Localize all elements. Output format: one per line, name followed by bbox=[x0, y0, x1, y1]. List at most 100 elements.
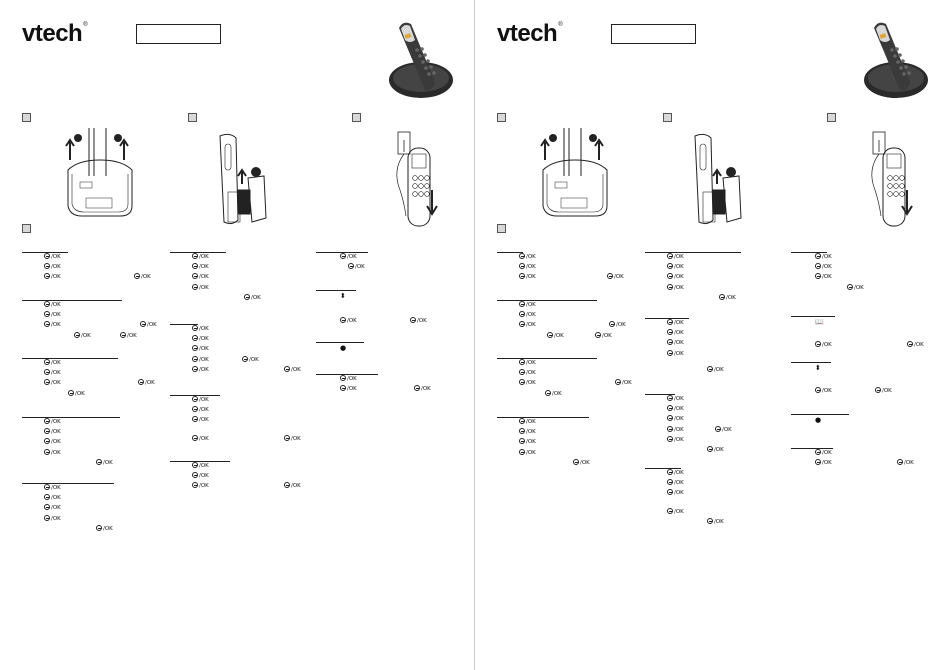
step-marker bbox=[22, 113, 31, 122]
up-down-ok-key-icon bbox=[284, 434, 290, 441]
section-col1-a: /OK /OK /OK/OK bbox=[22, 252, 151, 284]
base-connection-diagram bbox=[540, 128, 608, 217]
up-down-ok-key-icon bbox=[74, 331, 80, 338]
ok-key-label: /OK bbox=[192, 482, 209, 491]
up-down-ok-key-icon bbox=[707, 517, 713, 524]
ok-key-label: /OK bbox=[340, 253, 357, 262]
ok-key-label: /OK bbox=[667, 395, 684, 404]
up-down-ok-key-icon bbox=[609, 321, 615, 328]
up-down-ok-key-icon bbox=[519, 418, 525, 424]
charging-diagram bbox=[396, 131, 438, 227]
up-down-ok-key-icon bbox=[519, 263, 525, 270]
ok-key-label: /OK bbox=[519, 448, 536, 458]
up-down-ok-key-icon bbox=[667, 319, 673, 325]
up-down-ok-key-icon bbox=[667, 469, 673, 475]
up-down-ok-key-icon bbox=[44, 321, 50, 328]
ok-key-label: /OK bbox=[519, 311, 536, 320]
up-down-ok-key-icon bbox=[667, 273, 673, 280]
ok-key-label: /OK bbox=[44, 273, 61, 282]
up-down-ok-key-icon bbox=[667, 435, 673, 442]
ok-key-label: /OK bbox=[44, 438, 61, 447]
ok-key-label: /OK bbox=[815, 387, 832, 396]
ok-key-label: /OK bbox=[44, 359, 61, 368]
ok-key-label: /OK bbox=[340, 317, 357, 326]
up-down-ok-key-icon bbox=[815, 341, 821, 348]
ok-key-label: /OK bbox=[348, 263, 365, 272]
up-down-ok-key-icon bbox=[44, 504, 50, 511]
model-number-box bbox=[611, 24, 696, 44]
ok-key-label: /OK bbox=[519, 301, 536, 310]
up-down-ok-key-icon bbox=[519, 428, 525, 435]
step-marker bbox=[497, 113, 506, 122]
up-down-ok-key-icon bbox=[667, 349, 673, 356]
up-down-ok-key-icon bbox=[192, 273, 198, 280]
up-down-ok-key-icon bbox=[284, 365, 290, 372]
up-down-ok-key-icon bbox=[120, 331, 126, 338]
up-down-ok-key-icon bbox=[815, 459, 821, 466]
up-down-ok-key-icon bbox=[815, 253, 821, 259]
up-down-ok-key-icon bbox=[707, 365, 713, 372]
up-down-ok-key-icon bbox=[667, 283, 673, 290]
ok-key-label: /OK bbox=[138, 379, 155, 388]
up-down-ok-key-icon bbox=[519, 438, 525, 445]
up-down-ok-key-icon bbox=[192, 345, 198, 352]
section-col2-b: /OK /OK /OK /OK /OK bbox=[645, 318, 724, 376]
up-down-ok-key-icon bbox=[340, 317, 346, 324]
section-col1-d: /OK /OK /OK /OK /OK bbox=[22, 417, 120, 469]
up-down-ok-key-icon bbox=[667, 415, 673, 422]
ok-key-label: /OK bbox=[134, 273, 151, 282]
up-down-ok-key-icon bbox=[192, 406, 198, 413]
ok-key-label: /OK bbox=[414, 385, 431, 394]
ok-key-label: /OK bbox=[192, 335, 209, 344]
up-down-ok-key-icon bbox=[192, 472, 198, 479]
ok-key-label: /OK bbox=[667, 489, 684, 498]
up-down-ok-key-icon bbox=[815, 387, 821, 394]
ok-key-label: /OK bbox=[44, 253, 61, 262]
ok-key-label: /OK bbox=[192, 253, 209, 262]
ok-key-label: /OK bbox=[192, 325, 209, 334]
ok-key-label: /OK bbox=[897, 459, 914, 468]
up-down-ok-key-icon bbox=[192, 335, 198, 342]
up-down-ok-key-icon bbox=[68, 389, 74, 396]
up-down-ok-key-icon bbox=[192, 434, 198, 441]
up-down-ok-key-icon bbox=[815, 273, 821, 280]
ok-key-label: /OK bbox=[907, 341, 924, 350]
up-down-ok-key-icon bbox=[847, 283, 853, 290]
ok-key-label: /OK bbox=[667, 319, 684, 328]
page-right: vtech® bbox=[475, 0, 950, 670]
up-down-ok-key-icon bbox=[192, 253, 198, 259]
up-down-ok-key-icon bbox=[595, 331, 601, 338]
up-down-ok-key-icon bbox=[607, 273, 613, 280]
up-down-ok-key-icon bbox=[519, 253, 525, 259]
ok-key-label: /OK bbox=[192, 406, 209, 415]
up-down-ok-key-icon bbox=[519, 311, 525, 318]
up-down-ok-key-icon bbox=[410, 317, 416, 324]
up-down-ok-key-icon bbox=[519, 369, 525, 376]
ok-key-label: /OK bbox=[244, 293, 261, 303]
ok-key-label: /OK bbox=[609, 321, 626, 330]
volume-arrows-icon: ⬍ bbox=[340, 292, 346, 300]
step-marker bbox=[352, 113, 361, 122]
section-col3-d: /OK /OK/OK bbox=[316, 374, 431, 395]
up-down-ok-key-icon bbox=[519, 379, 525, 386]
ok-key-label: /OK bbox=[667, 283, 684, 293]
ok-key-label: /OK bbox=[44, 369, 61, 378]
up-down-ok-key-icon bbox=[667, 425, 673, 432]
ok-key-label: /OK bbox=[667, 349, 684, 359]
up-down-ok-key-icon bbox=[192, 462, 198, 468]
ok-key-label: /OK bbox=[44, 504, 61, 513]
up-down-ok-key-icon bbox=[134, 273, 140, 280]
up-down-ok-key-icon bbox=[138, 379, 144, 386]
ok-key-label: /OK bbox=[192, 472, 209, 481]
ok-key-label: /OK bbox=[547, 331, 564, 341]
ok-key-label: /OK bbox=[667, 507, 684, 517]
step-marker bbox=[497, 224, 506, 233]
up-down-ok-key-icon bbox=[519, 273, 525, 280]
up-down-ok-key-icon bbox=[907, 341, 913, 348]
ok-key-label: /OK bbox=[192, 263, 209, 272]
ok-key-label: /OK bbox=[667, 253, 684, 262]
up-down-ok-key-icon bbox=[667, 507, 673, 514]
ok-key-label: /OK bbox=[192, 365, 209, 375]
section-col3-b: ⬍ /OK/OK bbox=[316, 290, 427, 327]
section-col3-e: /OK /OK/OK bbox=[791, 448, 914, 469]
